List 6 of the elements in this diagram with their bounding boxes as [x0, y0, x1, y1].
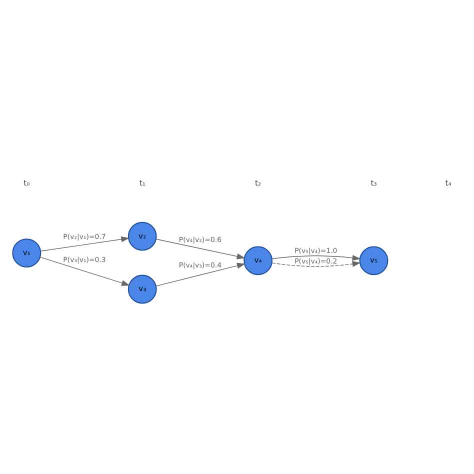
- arrow: [155, 262, 245, 286]
- arrow: [40, 236, 130, 252]
- arrow: [271, 255, 360, 261]
- arrow: [39, 256, 130, 286]
- arrow: [271, 261, 360, 267]
- arrow: [155, 238, 245, 260]
